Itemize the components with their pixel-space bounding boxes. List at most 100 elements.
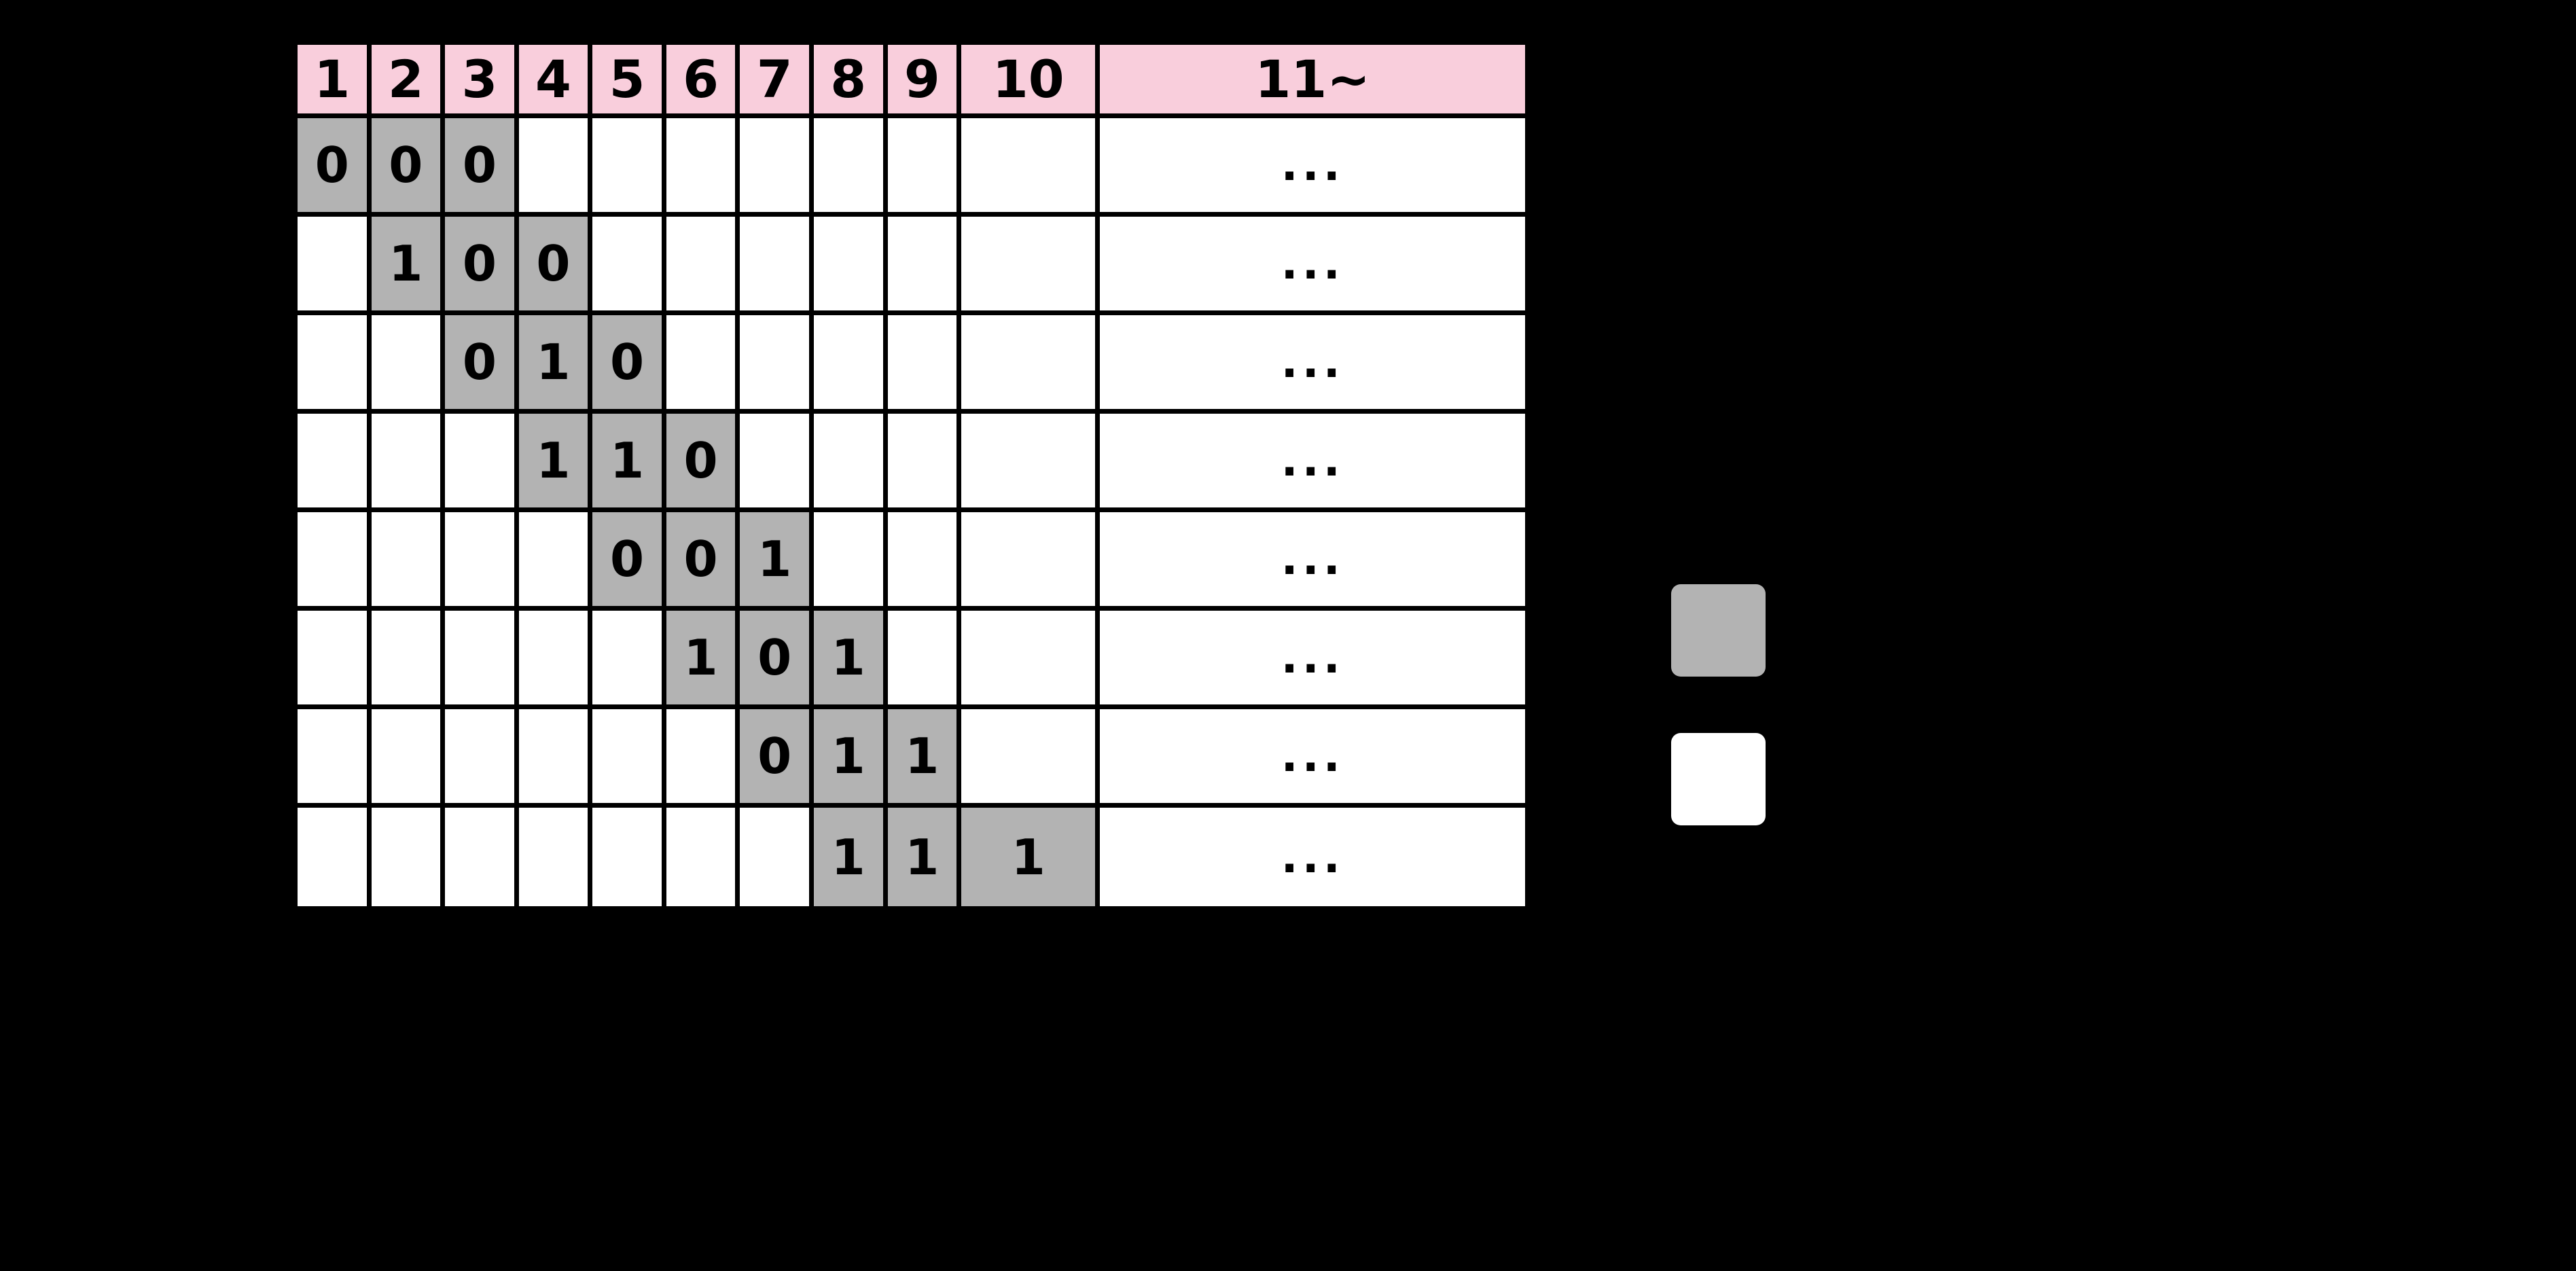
- bit-cell-empty: [666, 808, 740, 906]
- bit-cell-filled: 1: [371, 217, 446, 315]
- bit-cell-empty: [666, 315, 740, 414]
- bit-cell-empty: [961, 118, 1101, 217]
- bit-cell-empty: [666, 709, 740, 808]
- overflow-ellipsis-cell: ...: [1100, 118, 1525, 217]
- bit-cell-empty: [813, 512, 888, 611]
- bit-cell-empty: [445, 414, 519, 512]
- bit-cell-empty: [371, 808, 446, 906]
- bit-cell-empty: [445, 512, 519, 611]
- bit-cell-empty: [298, 512, 372, 611]
- bit-cell-empty: [298, 611, 372, 709]
- bit-cell-empty: [445, 611, 519, 709]
- bit-cell-empty: [592, 217, 666, 315]
- bit-cell-empty: [592, 808, 666, 906]
- bit-cell-empty: [592, 611, 666, 709]
- bit-cell-empty: [887, 217, 962, 315]
- legend-swatch-white: [1671, 733, 1766, 825]
- bit-cell-empty: [740, 414, 814, 512]
- bit-cell-empty: [887, 414, 962, 512]
- column-header-11plus: 11~: [1100, 45, 1525, 118]
- bit-cell-filled: 0: [518, 217, 593, 315]
- bit-cell-empty: [371, 611, 446, 709]
- bit-cell-filled: 0: [445, 217, 519, 315]
- bit-cell-empty: [740, 808, 814, 906]
- bit-cell-empty: [961, 315, 1101, 414]
- bit-cell-filled: 0: [592, 512, 666, 611]
- column-header-7: 7: [740, 45, 814, 118]
- bit-cell-filled: 0: [666, 414, 740, 512]
- legend-swatch-gray: [1671, 584, 1766, 677]
- bit-cell-filled: 1: [961, 808, 1101, 906]
- bit-cell-empty: [518, 512, 593, 611]
- bit-cell-empty: [813, 315, 888, 414]
- bit-cell-empty: [961, 414, 1101, 512]
- legend: [1671, 584, 1766, 882]
- bit-cell-filled: 1: [518, 315, 593, 414]
- bit-cell-filled: 1: [813, 709, 888, 808]
- bit-cell-empty: [961, 611, 1101, 709]
- overflow-ellipsis-cell: ...: [1100, 414, 1525, 512]
- bit-cell-filled: 1: [887, 709, 962, 808]
- bit-cell-filled: 1: [813, 611, 888, 709]
- bit-cell-filled: 0: [371, 118, 446, 217]
- column-header-2: 2: [371, 45, 446, 118]
- bit-cell-filled: 1: [740, 512, 814, 611]
- bit-cell-empty: [592, 118, 666, 217]
- bit-cell-empty: [518, 611, 593, 709]
- bit-cell-empty: [740, 118, 814, 217]
- overflow-ellipsis-cell: ...: [1100, 315, 1525, 414]
- bit-cell-filled: 0: [740, 709, 814, 808]
- bit-cell-empty: [298, 315, 372, 414]
- bit-cell-empty: [298, 808, 372, 906]
- bit-cell-filled: 0: [740, 611, 814, 709]
- column-header-6: 6: [666, 45, 740, 118]
- bit-cell-empty: [298, 217, 372, 315]
- bit-cell-empty: [887, 315, 962, 414]
- bit-cell-empty: [961, 512, 1101, 611]
- overflow-ellipsis-cell: ...: [1100, 808, 1525, 906]
- column-header-9: 9: [887, 45, 962, 118]
- bit-cell-filled: 1: [592, 414, 666, 512]
- bit-cell-empty: [371, 414, 446, 512]
- column-header-1: 1: [298, 45, 372, 118]
- bit-cell-empty: [371, 709, 446, 808]
- bit-cell-empty: [813, 118, 888, 217]
- bit-cell-empty: [371, 315, 446, 414]
- column-header-3: 3: [445, 45, 519, 118]
- bit-cell-filled: 0: [592, 315, 666, 414]
- bit-cell-empty: [813, 414, 888, 512]
- bit-cell-empty: [518, 709, 593, 808]
- column-header-8: 8: [813, 45, 888, 118]
- column-header-5: 5: [592, 45, 666, 118]
- column-header-4: 4: [518, 45, 593, 118]
- bit-cell-empty: [813, 217, 888, 315]
- bit-cell-empty: [298, 414, 372, 512]
- bit-cell-empty: [445, 808, 519, 906]
- bit-cell-empty: [887, 512, 962, 611]
- bit-cell-empty: [592, 709, 666, 808]
- bit-cell-empty: [666, 118, 740, 217]
- bit-cell-empty: [666, 217, 740, 315]
- overflow-ellipsis-cell: ...: [1100, 709, 1525, 808]
- bit-cell-empty: [961, 217, 1101, 315]
- bit-cell-filled: 0: [445, 315, 519, 414]
- legend-item: [1671, 733, 1766, 825]
- bit-cell-empty: [887, 118, 962, 217]
- legend-item: [1671, 584, 1766, 677]
- bit-cell-empty: [961, 709, 1101, 808]
- bit-cell-filled: 0: [445, 118, 519, 217]
- bit-cell-empty: [518, 808, 593, 906]
- bit-cell-filled: 1: [666, 611, 740, 709]
- bit-cell-filled: 1: [887, 808, 962, 906]
